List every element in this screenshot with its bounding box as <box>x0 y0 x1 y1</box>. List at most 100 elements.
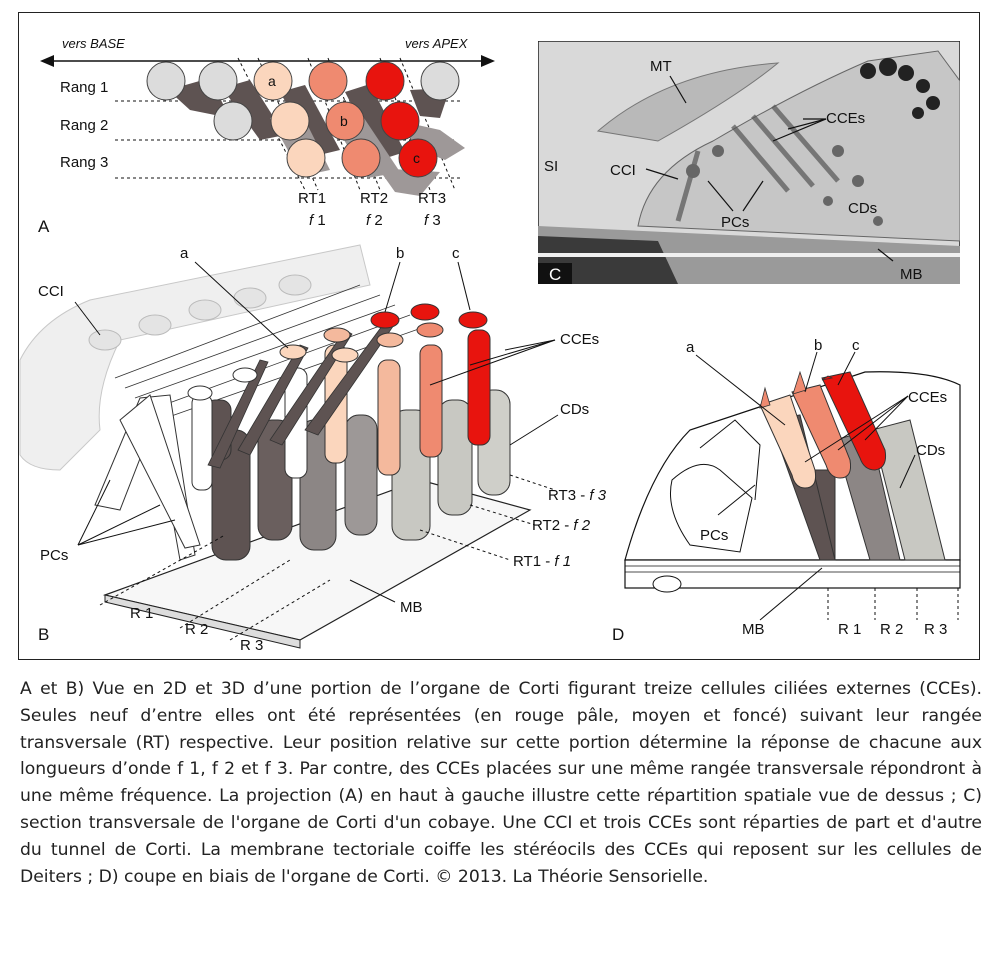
rt2-line <box>469 504 536 526</box>
cell-row1 <box>365 61 405 101</box>
d-cell-pale <box>759 394 816 489</box>
leader-mb <box>349 579 396 603</box>
c-leader-mt <box>669 75 687 104</box>
b-label-a: a <box>180 245 189 262</box>
c-leader-mb <box>877 248 894 262</box>
cci-cell <box>278 274 312 296</box>
stereocilia <box>792 370 807 395</box>
c-leader-cci <box>645 168 679 180</box>
b-label-cci: CCI <box>38 283 64 300</box>
cce-cell-medium <box>419 344 443 458</box>
figure-diagram: vers BASE vers APEX Rang 1 Rang 2 Rang 3 <box>19 36 961 654</box>
f3-label: f 3 <box>424 212 441 229</box>
cell-row1 <box>146 61 186 101</box>
pillar-rod <box>269 329 353 446</box>
mb-line <box>538 253 960 257</box>
leader-pcs <box>77 504 161 546</box>
cell-row1 <box>420 61 460 101</box>
b-label-r1: R 1 <box>130 605 153 622</box>
cell-c <box>398 138 438 178</box>
cci-cell <box>138 314 172 336</box>
arrowhead-left-icon <box>40 55 54 67</box>
row-label-1: Rang 1 <box>60 79 108 96</box>
pillar-cell <box>94 394 196 561</box>
plate-line <box>114 284 361 379</box>
d-label-r1: R 1 <box>838 621 861 638</box>
b-label-mb: MB <box>400 599 423 616</box>
cce-column <box>257 419 293 541</box>
b-label-rt1: RT1 - f 1 <box>513 553 571 570</box>
cell-top <box>370 311 400 329</box>
pillar-outline <box>699 419 761 501</box>
c-label-cci: CCI <box>610 162 636 179</box>
c-leader-cces <box>787 118 827 130</box>
panel-c-letter: C <box>549 265 561 284</box>
d-leader-cces <box>864 395 909 441</box>
c-label-cces: CCEs <box>826 110 865 127</box>
nucleus <box>898 65 914 81</box>
rt3-line <box>509 474 556 491</box>
cce-cell-pale <box>191 394 213 491</box>
arrowhead-right-icon <box>481 55 495 67</box>
c-label-mt: MT <box>650 58 672 75</box>
cce-column <box>344 414 378 536</box>
leader-b <box>384 261 401 313</box>
leader-a <box>194 261 289 349</box>
pillar-band <box>222 80 285 140</box>
rod <box>731 124 790 193</box>
nucleus <box>852 175 864 187</box>
nucleus <box>873 216 883 226</box>
leader-cci <box>74 301 101 336</box>
cell-row3 <box>286 138 326 178</box>
panel-a-letter: A <box>38 217 50 236</box>
leader-cces <box>504 339 556 351</box>
cell-label-a: a <box>268 73 276 89</box>
f1-label: f 1 <box>309 212 326 229</box>
nucleus <box>860 63 876 79</box>
b-label-cces: CCEs <box>560 331 599 348</box>
nucleus <box>912 107 924 119</box>
cell-top <box>410 303 440 321</box>
f2-label: f 2 <box>366 212 383 229</box>
figure-frame <box>18 12 980 660</box>
rod <box>771 104 840 183</box>
nucleus <box>832 145 844 157</box>
leader-c <box>457 261 471 311</box>
b-label-rt3: RT3 - f 3 <box>548 487 607 504</box>
d-label-r3: R 3 <box>924 621 947 638</box>
cell-top <box>187 385 213 401</box>
d-column-light <box>871 419 946 561</box>
panel-a: vers BASE vers APEX Rang 1 Rang 2 Rang 3 <box>38 36 495 236</box>
rt1-line <box>419 529 511 561</box>
cell-top-a <box>279 344 307 360</box>
c-leader-pcs <box>742 180 764 212</box>
cell-row2 <box>270 101 310 141</box>
d-label-cces: CCEs <box>908 389 947 406</box>
deiters-cell <box>437 399 473 516</box>
d-label-b: b <box>814 337 822 354</box>
cell-label-b: b <box>340 113 348 129</box>
d-label-a: a <box>686 339 695 356</box>
dark-region <box>538 236 678 284</box>
nucleus <box>823 196 833 206</box>
nucleus <box>916 79 930 93</box>
c-label-mb: MB <box>900 266 923 283</box>
tectorial-membrane <box>596 62 780 142</box>
plate-line <box>124 294 381 389</box>
d-cell-medium <box>791 384 851 479</box>
cell-top <box>416 322 444 338</box>
cce-cell-dark <box>467 329 491 446</box>
cell-top <box>323 327 351 343</box>
cci-region <box>19 244 371 471</box>
b-label-cds: CDs <box>560 401 589 418</box>
pillar-band <box>345 84 405 160</box>
cell-row1 <box>308 61 348 101</box>
b-label-r2: R 2 <box>185 621 208 638</box>
cci-cell <box>188 299 222 321</box>
pillar-rod <box>237 344 309 456</box>
d-label-cds: CDs <box>916 442 945 459</box>
panel-b-letter: B <box>38 625 49 644</box>
c-label-si: SI <box>544 158 558 175</box>
b-label-pcs: PCs <box>40 547 68 564</box>
d-cell-dark <box>821 371 886 471</box>
